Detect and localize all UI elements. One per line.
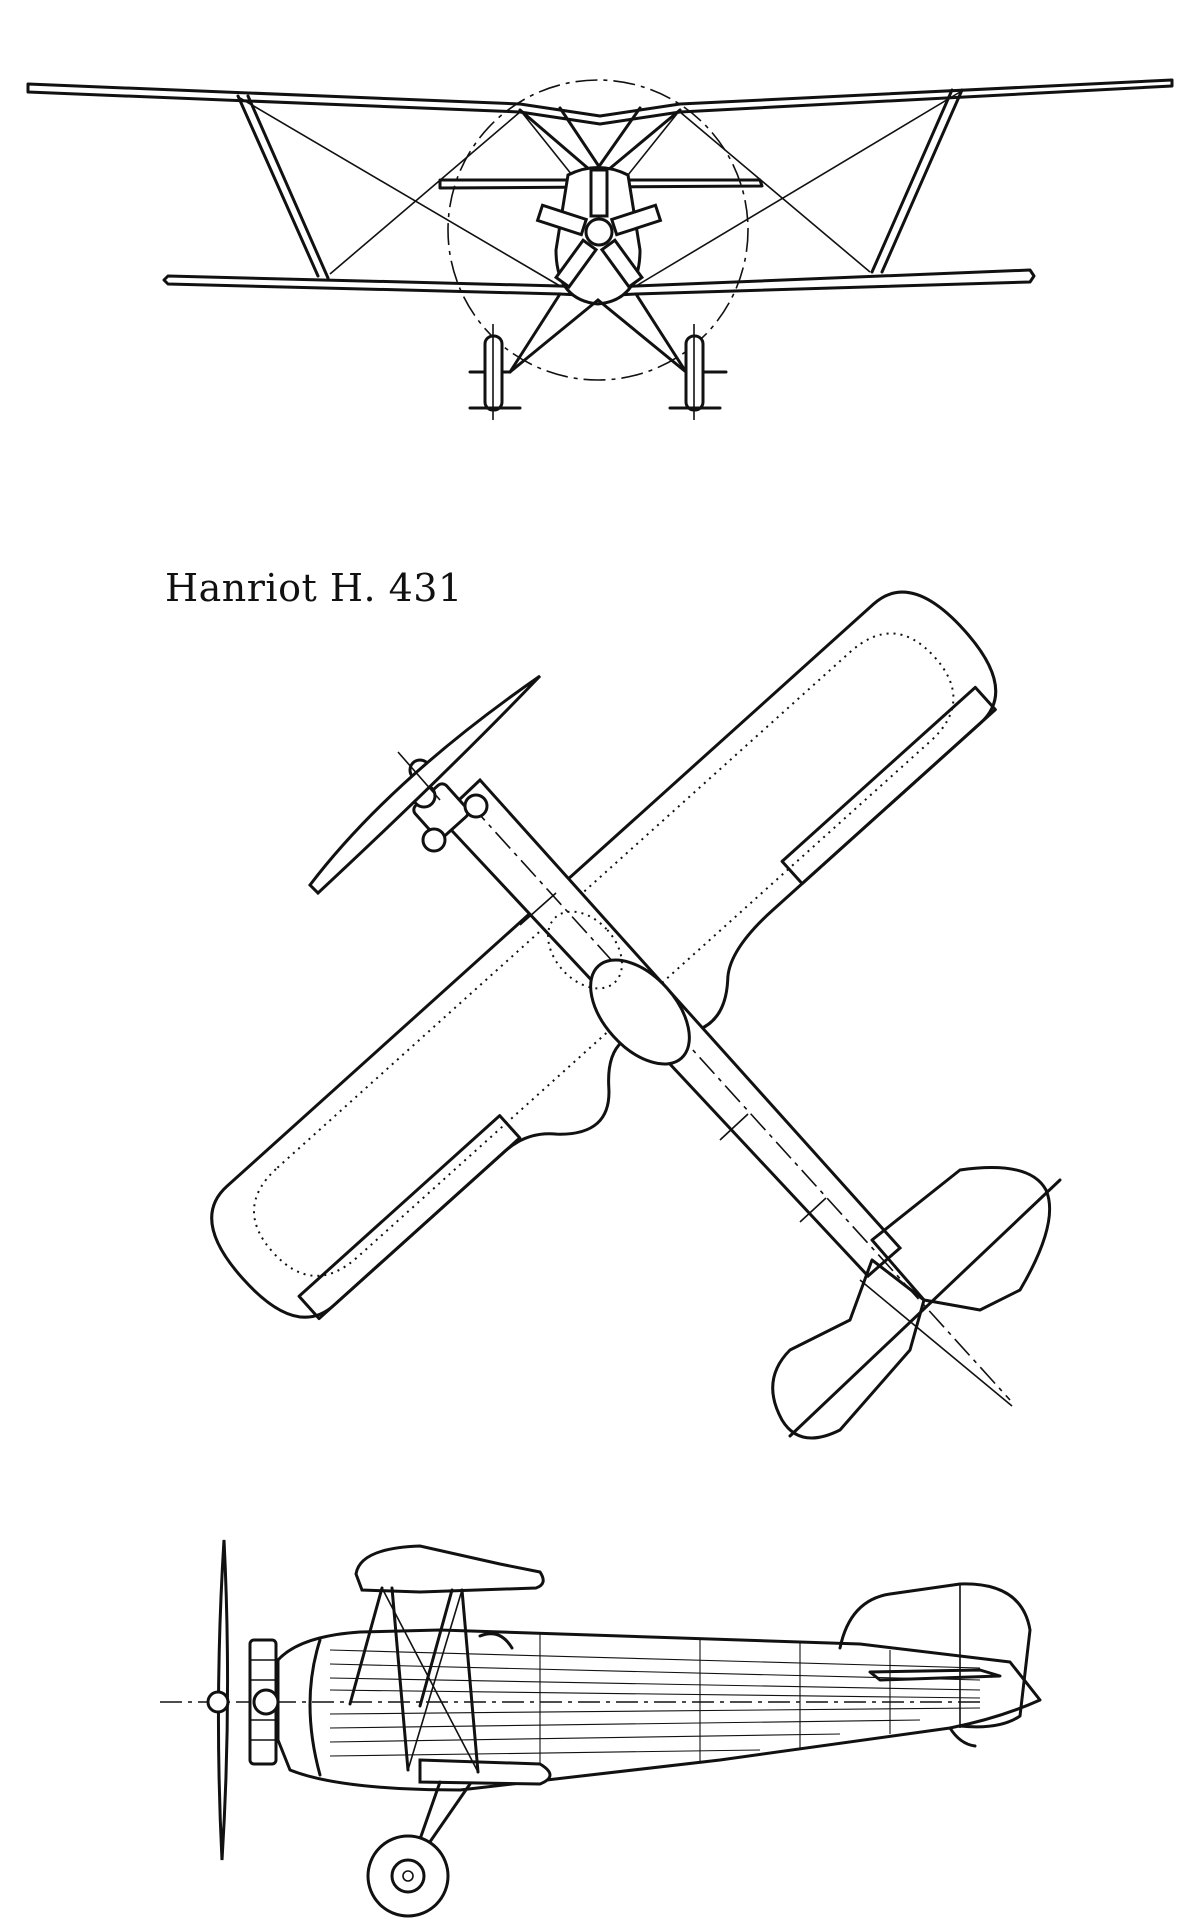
front-upper-wing bbox=[26, 78, 1174, 126]
side-engine bbox=[206, 1638, 280, 1766]
front-wheels bbox=[468, 324, 722, 420]
plan-fuselage bbox=[437, 777, 1011, 1401]
front-engine-cylinders bbox=[535, 168, 663, 289]
front-landing-gear bbox=[468, 292, 728, 374]
front-propeller-disc bbox=[447, 79, 749, 381]
plan-tailplane bbox=[771, 1166, 1062, 1440]
side-struts bbox=[348, 1586, 480, 1774]
side-fuselage bbox=[276, 1628, 1042, 1792]
front-view bbox=[26, 78, 1174, 420]
front-interplane-struts bbox=[236, 88, 964, 287]
plan-view bbox=[210, 590, 1062, 1440]
plan-aileron-right bbox=[780, 685, 997, 886]
side-headrest bbox=[478, 1632, 514, 1650]
plan-aileron-left bbox=[297, 1114, 522, 1321]
plan-propeller bbox=[308, 674, 542, 896]
side-tailplane bbox=[868, 1668, 1002, 1682]
plan-engine bbox=[408, 758, 489, 853]
plan-cockpit bbox=[589, 958, 691, 1066]
side-tail-skid bbox=[948, 1726, 977, 1748]
side-lower-wing bbox=[418, 1758, 552, 1786]
front-centre-section bbox=[438, 178, 764, 190]
side-view bbox=[160, 1539, 1042, 1918]
side-upper-wing bbox=[354, 1544, 545, 1594]
side-fin-rudder bbox=[838, 1582, 1032, 1729]
side-fuselage-stringers bbox=[329, 1632, 981, 1782]
drawing-title: Hanriot H. 431 bbox=[165, 566, 463, 610]
